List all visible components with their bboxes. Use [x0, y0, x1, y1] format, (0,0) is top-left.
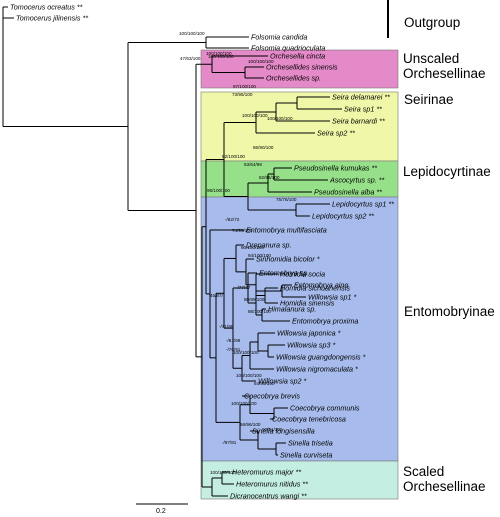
- support-value: 100/100/100: [210, 470, 236, 475]
- support-value: 75/76/100: [276, 197, 297, 202]
- clade-label-scaled-orchesellinae: Scaled: [403, 464, 444, 479]
- taxon-entomobrya-sp: Entomobrya sp.: [259, 269, 309, 278]
- taxon-willowsia-japonica: Willowsia japonica *: [277, 329, 341, 338]
- taxon-folsomia-quadrioculata: Folsomia quadrioculata: [251, 44, 325, 53]
- support-value: 100/100/100: [179, 31, 205, 36]
- scale-bar-label: 0.2: [156, 508, 166, 515]
- taxon-ascocyrtus-sp: Ascocyrtus sp. **: [329, 176, 385, 185]
- taxon-entomobrya-proxima: Entomobrya proxima: [292, 317, 358, 326]
- support-value: 86/100/100: [248, 309, 271, 314]
- clade-band-scaled-orchesellinae: [200, 460, 399, 500]
- taxon-entomobrya-aino: Entomobrya aino: [294, 281, 348, 290]
- support-value: 100/100/100: [208, 54, 234, 59]
- support-value: 98/100/100: [207, 188, 230, 193]
- taxon-coecobrya-brevis: Coecobrya brevis: [244, 392, 300, 401]
- support-value: 94/100/100: [248, 253, 271, 258]
- clade-label-scaled-orchesellinae: Orchesellinae: [403, 479, 486, 494]
- taxon-lepidocyrtus-sp1: Lepidocyrtus sp1 **: [332, 200, 394, 209]
- taxon-seira-delamarei: Seira delamarei **: [332, 93, 390, 102]
- support-value: 82/96/100: [259, 175, 280, 180]
- taxon-willowsia-sp1: Willowsia sp1 *: [308, 293, 356, 302]
- taxon-coecobrya-tenebricosa: Coecobrya tenebricosa: [272, 415, 346, 424]
- clade-label-entomobryinae: Entomobryinae: [404, 304, 495, 319]
- taxon-folsomia-candida: Folsomia candida: [251, 33, 307, 42]
- clade-label-unscaled-orchesellinae: Orchesellinae: [403, 66, 486, 81]
- taxon-orchesellides-sp: Orchesellides sp.: [266, 74, 321, 83]
- clade-label-unscaled-orchesellinae: Unscaled: [403, 51, 459, 66]
- support-value: -/61/69: [226, 338, 241, 343]
- taxon-tomocerus-ocreatus: Tomocerus ocreatus **: [10, 3, 83, 12]
- taxon-seira-sp2: Seira sp2 **: [317, 129, 355, 138]
- taxon-dicranocentrus-wangi: Dicranocentrus wangi **: [230, 492, 307, 501]
- taxon-pseudosinella-kumukas: Pseudosinella kumukas **: [294, 164, 377, 173]
- taxon-homidia-socia: Homidia socia: [280, 270, 325, 279]
- taxon-sinhomidia-bicolor: Sinhomidia bicolor *: [256, 255, 320, 264]
- taxon-orchesella-cincta: Orchesella cincta: [270, 52, 325, 61]
- taxon-orchesellides-sinensis: Orchesellides sinensis: [266, 63, 338, 72]
- support-value: 100/100/100: [242, 113, 268, 118]
- support-value: 100/100/100: [267, 116, 293, 121]
- clade-label-lepidocyrtinae: Lepidocyrtinae: [403, 164, 491, 179]
- clade-label-outgroup: Outgroup: [404, 15, 460, 30]
- support-value: 84/99/100: [254, 381, 275, 386]
- support-value: 100/100/100: [231, 401, 257, 406]
- support-value: -/82/72: [225, 217, 240, 222]
- taxon-entomobrya-multifasciata: Entomobrya multifasciata: [246, 226, 327, 235]
- support-value: 100/100/100: [206, 51, 232, 56]
- taxon-sinella-longisensilla: Sinella longisensilla: [252, 427, 315, 436]
- taxon-coecobrya-communis: Coecobrya communis: [290, 404, 360, 413]
- support-value: 47/63/100: [180, 56, 201, 61]
- taxon-willowsia-nigromaculata: Willowsia nigromaculata *: [276, 365, 358, 374]
- taxon-pseudosinella-alba: Pseudosinella alba **: [314, 188, 382, 197]
- taxon-sinella-trisetia: Sinella trisetia: [288, 439, 333, 448]
- support-value: 74/99/100: [232, 228, 253, 233]
- support-value: 90/100/100: [241, 245, 264, 250]
- support-value: 100/100/100: [248, 59, 274, 64]
- support-value: 45/87/: [210, 293, 223, 298]
- taxon-himalanura-sp: Himalanura sp.: [268, 305, 316, 314]
- support-value: -/76/91: [226, 347, 241, 352]
- support-value: 63/64/98: [244, 162, 262, 167]
- support-value: -/71/99: [219, 324, 234, 329]
- support-value: 92/100/100: [222, 154, 245, 159]
- support-value: 100/100/100: [236, 373, 262, 378]
- taxon-heteromurus-major: Heteromurus major **: [232, 468, 301, 477]
- taxon-seira-barnardi: Seira barnardi **: [332, 117, 385, 126]
- support-value: 56/96/100: [240, 422, 261, 427]
- taxon-homidia-sichuanensis: Homidia sichuanensis: [280, 284, 350, 293]
- support-value: 80/99/100: [244, 297, 265, 302]
- support-value: 97/100/100: [233, 84, 256, 89]
- support-value: -/77/77: [236, 285, 251, 290]
- support-value: 86/90/100: [253, 145, 274, 150]
- clade-band-seirinae: [200, 91, 399, 162]
- support-value: 73/95/100: [232, 92, 253, 97]
- support-value: -/97/81: [222, 440, 237, 445]
- taxon-seira-sp1: Seira sp1 **: [344, 105, 382, 114]
- taxon-homidia-sinensis: Homidia sinensis: [280, 299, 335, 308]
- taxon-tomocerus-jilinensis: Tomocerus jilinensis **: [16, 14, 88, 23]
- taxon-willowsia-guangdongensis: Willowsia guangdongensis *: [276, 353, 366, 362]
- clade-band-entomobryinae: [200, 196, 399, 462]
- support-value: 90/91/100: [262, 427, 283, 432]
- clade-label-seirinae: Seirinae: [404, 92, 454, 107]
- taxon-drepanura-sp: Drepanura sp.: [246, 241, 292, 250]
- taxon-lepidocyrtus-sp2: Lepidocyrtus sp2 **: [312, 212, 374, 221]
- support-value: 100/100/100: [233, 350, 259, 355]
- taxon-sinella-curviseta: Sinella curviseta: [280, 451, 332, 460]
- taxon-willowsia-sp2: Willowsia sp2 *: [258, 377, 306, 386]
- taxon-willowsia-sp3: Willowsia sp3 *: [287, 341, 335, 350]
- taxon-heteromurus-nitidus: Heteromurus nitidus **: [236, 480, 308, 489]
- clade-band-lepidocyrtinae: [200, 160, 399, 198]
